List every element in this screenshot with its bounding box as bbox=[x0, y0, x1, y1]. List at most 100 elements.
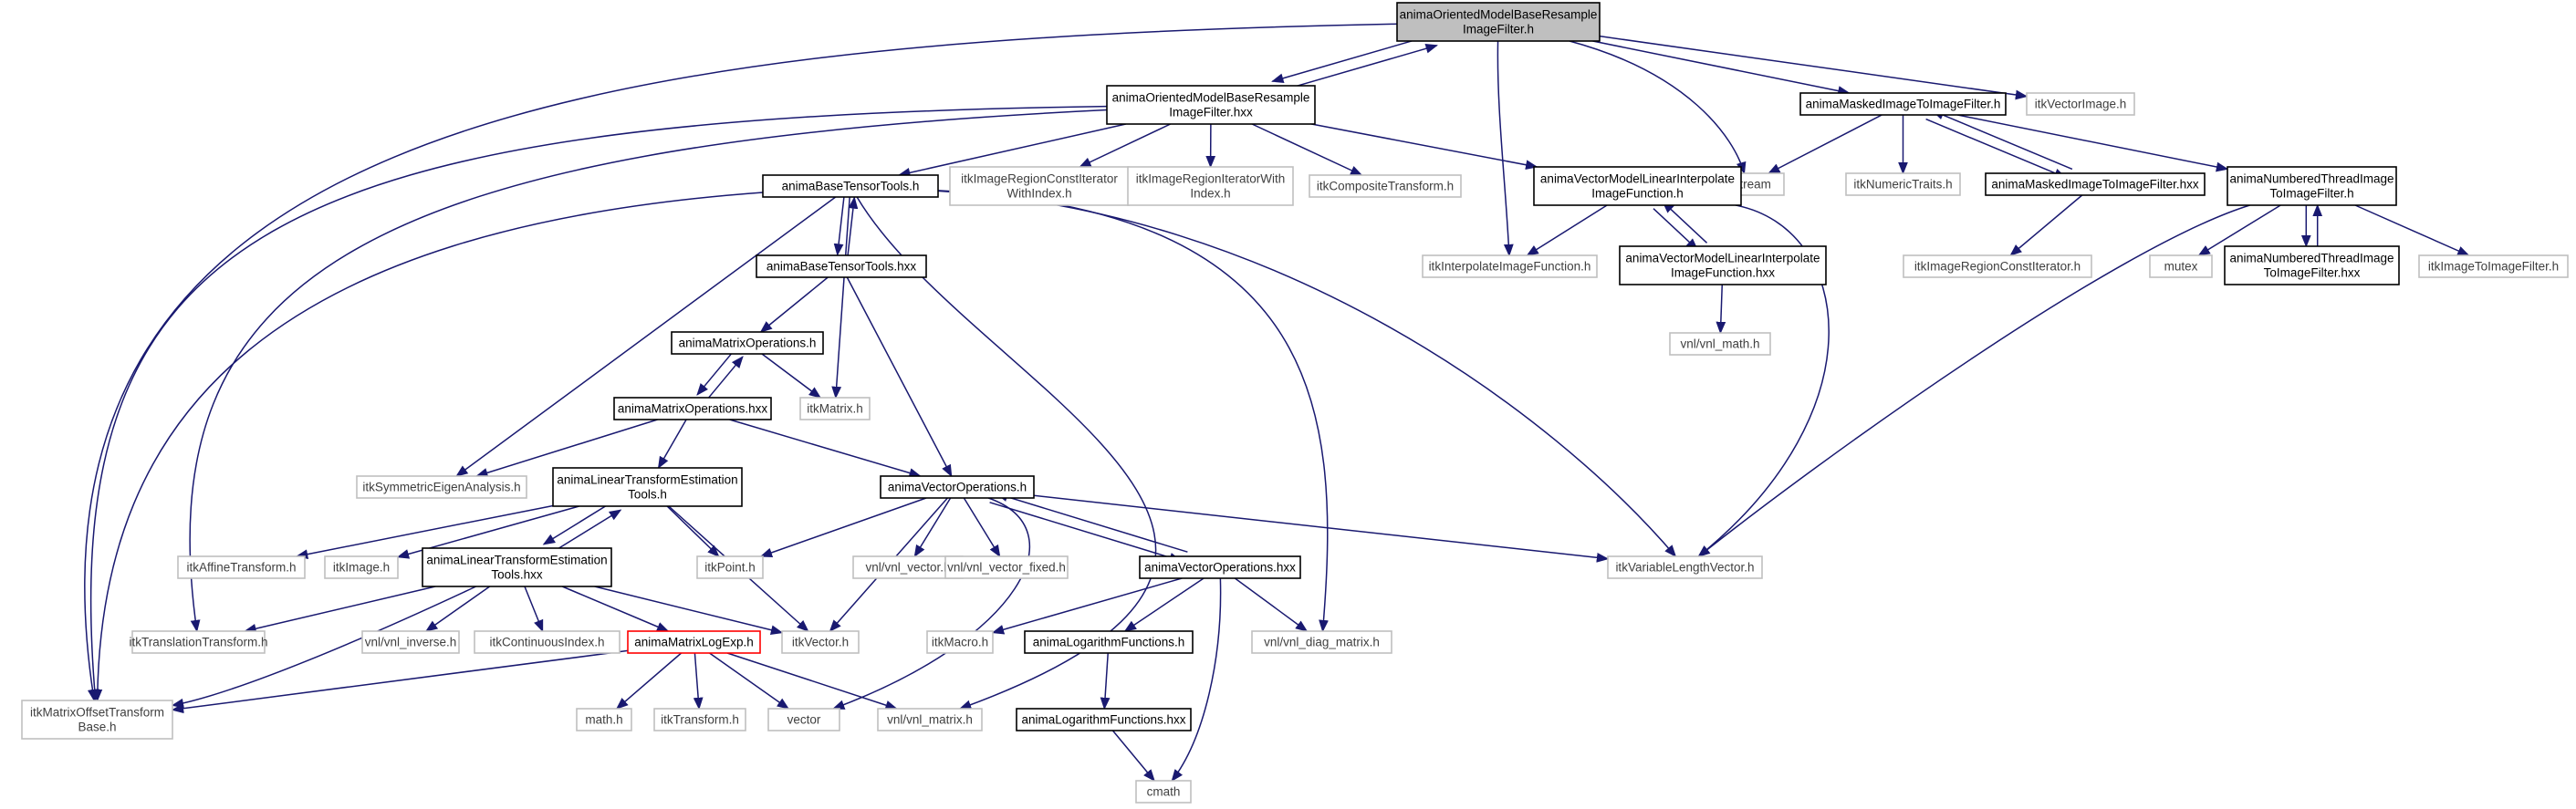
node-label: WithIndex.h bbox=[1006, 187, 1071, 201]
node-label: mutex bbox=[2164, 260, 2198, 274]
node-label: itkImageRegionIteratorWith bbox=[1136, 172, 1286, 186]
node-matrixOps_h[interactable]: animaMatrixOperations.h bbox=[671, 331, 824, 355]
edge-matrixLogExp-to-itkMatrixOffset bbox=[171, 649, 629, 714]
node-box bbox=[324, 555, 399, 579]
nodes-layer: animaOrientedModelBaseResampleImageFilte… bbox=[21, 2, 2569, 804]
node-box bbox=[756, 254, 927, 278]
node-label: animaMatrixOperations.hxx bbox=[618, 402, 768, 416]
node-matrixLogExp[interactable]: animaMatrixLogExp.h bbox=[627, 630, 761, 654]
node-label: cmath bbox=[1147, 785, 1181, 799]
node-label: Tools.h bbox=[628, 488, 667, 502]
node-box bbox=[1903, 254, 2092, 278]
edge-lte_hxx-to-itkTranslation bbox=[244, 586, 436, 634]
node-masked_hxx[interactable]: animaMaskedImageToImageFilter.hxx bbox=[1985, 172, 2206, 196]
node-label: itkImageToImageFilter.h bbox=[2428, 260, 2559, 274]
node-logFunc_h[interactable]: animaLogarithmFunctions.h bbox=[1024, 630, 1194, 654]
node-itkTranslation: itkTranslationTransform.h bbox=[129, 630, 268, 654]
edge-masked_h-to-masked_hxx bbox=[1925, 118, 2067, 179]
node-baseTensor_hxx[interactable]: animaBaseTensorTools.hxx bbox=[756, 254, 927, 278]
node-label: animaMaskedImageToImageFilter.hxx bbox=[1991, 178, 2199, 192]
edge-vecOps_hxx-to-logFunc_h bbox=[1123, 577, 1205, 632]
edge-matrixOps_h-to-itkMatrix bbox=[761, 353, 822, 399]
edge-numbered_h-to-itkImageToImageFilter bbox=[2354, 204, 2470, 256]
edge-matrixLogExp-to-itkTransform bbox=[693, 652, 704, 710]
node-label: itkMacro.h bbox=[932, 636, 988, 649]
node-matrixOps_hxx[interactable]: animaMatrixOperations.hxx bbox=[613, 397, 772, 420]
node-masked_h[interactable]: animaMaskedImageToImageFilter.h bbox=[1799, 92, 2007, 116]
node-box bbox=[1533, 166, 1742, 206]
node-label: ImageFilter.h bbox=[1463, 23, 1534, 36]
edge-matrixOps_hxx-to-itkSymEigen bbox=[475, 419, 658, 478]
node-box bbox=[1985, 172, 2206, 196]
node-label: itkVector.h bbox=[792, 636, 849, 649]
edge-root-to-root_hxx bbox=[1271, 36, 1427, 84]
node-logFunc_hxx[interactable]: animaLogarithmFunctions.hxx bbox=[1016, 708, 1192, 731]
node-root[interactable]: animaOrientedModelBaseResampleImageFilte… bbox=[1396, 2, 1601, 42]
edge-masked_h-to-iostream bbox=[1768, 114, 1882, 174]
node-vmli_hxx[interactable]: animaVectorModelLinearInterpolateImageFu… bbox=[1619, 245, 1827, 285]
node-label: itkSymmetricEigenAnalysis.h bbox=[362, 481, 520, 494]
node-box bbox=[422, 547, 612, 587]
node-itkComposite: itkCompositeTransform.h bbox=[1309, 174, 1462, 198]
edge-logFunc_hxx-to-cmath bbox=[1111, 730, 1155, 783]
node-box bbox=[131, 630, 266, 654]
edge-matrixLogExp-to-vnl_matrix bbox=[726, 652, 898, 710]
node-box bbox=[671, 331, 824, 355]
node-baseTensor_h[interactable]: animaBaseTensorTools.h bbox=[762, 174, 939, 198]
edge-vecOps_hxx-to-vnl_diag bbox=[1234, 577, 1309, 632]
node-label: itkPoint.h bbox=[704, 561, 756, 575]
node-box bbox=[2026, 92, 2135, 116]
node-vecOps_h[interactable]: animaVectorOperations.h bbox=[880, 475, 1035, 499]
node-label: animaLogarithmFunctions.hxx bbox=[1021, 713, 1185, 727]
node-label: itkMatrixOffsetTransform bbox=[30, 706, 164, 720]
node-label: animaBaseTensorTools.hxx bbox=[767, 260, 917, 274]
node-vmli_h[interactable]: animaVectorModelLinearInterpolateImageFu… bbox=[1533, 166, 1742, 206]
edge-vmli_h-to-itkVarLen bbox=[1697, 204, 1830, 557]
node-label: vnl/vnl_vector.h bbox=[865, 561, 950, 575]
node-vecOps_hxx[interactable]: animaVectorOperations.hxx bbox=[1139, 555, 1301, 579]
edge-baseTensor_h-to-baseTensor_hxx bbox=[833, 196, 845, 256]
edge-baseTensor_h-to-itkSymEigen bbox=[455, 196, 837, 477]
edge-matrixOps_hxx-to-vecOps_h bbox=[729, 419, 922, 478]
node-vnl_math: vnl/vnl_math.h bbox=[1669, 332, 1771, 356]
node-label: animaLogarithmFunctions.h bbox=[1033, 636, 1185, 649]
node-itkInterpolate: itkInterpolateImageFunction.h bbox=[1422, 254, 1598, 278]
node-root_hxx[interactable]: animaOrientedModelBaseResampleImageFilte… bbox=[1106, 85, 1316, 125]
node-label: animaNumberedThreadImage bbox=[2229, 252, 2393, 265]
node-box bbox=[1139, 555, 1301, 579]
edge-vecOps_h-to-itkVarLen bbox=[1033, 494, 1610, 563]
edge-root_hxx-to-baseTensor_h bbox=[897, 123, 1126, 178]
node-itkAffine: itkAffineTransform.h bbox=[177, 555, 306, 579]
node-box bbox=[1619, 245, 1827, 285]
node-label: itkCompositeTransform.h bbox=[1317, 180, 1454, 193]
node-numbered_hxx[interactable]: animaNumberedThreadImageToImageFilter.hx… bbox=[2224, 245, 2400, 285]
node-vnl_matrix: vnl/vnl_matrix.h bbox=[877, 708, 983, 731]
edge-lte_hxx-to-matrixLogExp bbox=[561, 586, 670, 632]
node-label: vnl/vnl_vector_fixed.h bbox=[947, 561, 1066, 575]
edge-root-to-itkInterpolate bbox=[1497, 40, 1514, 257]
node-cmath: cmath bbox=[1135, 780, 1192, 804]
edge-numbered_h-to-itkVarLen bbox=[1697, 204, 2250, 557]
node-box bbox=[1127, 166, 1294, 206]
node-math_h: math.h bbox=[576, 708, 632, 731]
node-label: itkImageRegionConstIterator bbox=[961, 172, 1118, 186]
node-label: itkTransform.h bbox=[661, 713, 739, 727]
node-label: itkTranslationTransform.h bbox=[129, 636, 267, 649]
edge-baseTensor_h-to-itkVarLen bbox=[937, 190, 1677, 558]
node-label: Index.h bbox=[1190, 187, 1230, 201]
node-label: ImageFunction.hxx bbox=[1671, 266, 1775, 280]
node-label: animaLinearTransformEstimation bbox=[426, 554, 607, 567]
node-itkTransform: itkTransform.h bbox=[653, 708, 746, 731]
node-box bbox=[627, 630, 761, 654]
edge-lte_h-to-itkAffine bbox=[295, 504, 554, 559]
edge-matrixOps_hxx-to-matrixOps_h bbox=[705, 356, 744, 401]
node-itkMatrix: itkMatrix.h bbox=[799, 397, 871, 420]
node-box bbox=[1845, 172, 1961, 196]
node-box bbox=[653, 708, 746, 731]
edge-logFunc_h-to-logFunc_hxx bbox=[1100, 652, 1111, 710]
edge-vmli_h-to-vmli_hxx bbox=[1653, 208, 1699, 251]
